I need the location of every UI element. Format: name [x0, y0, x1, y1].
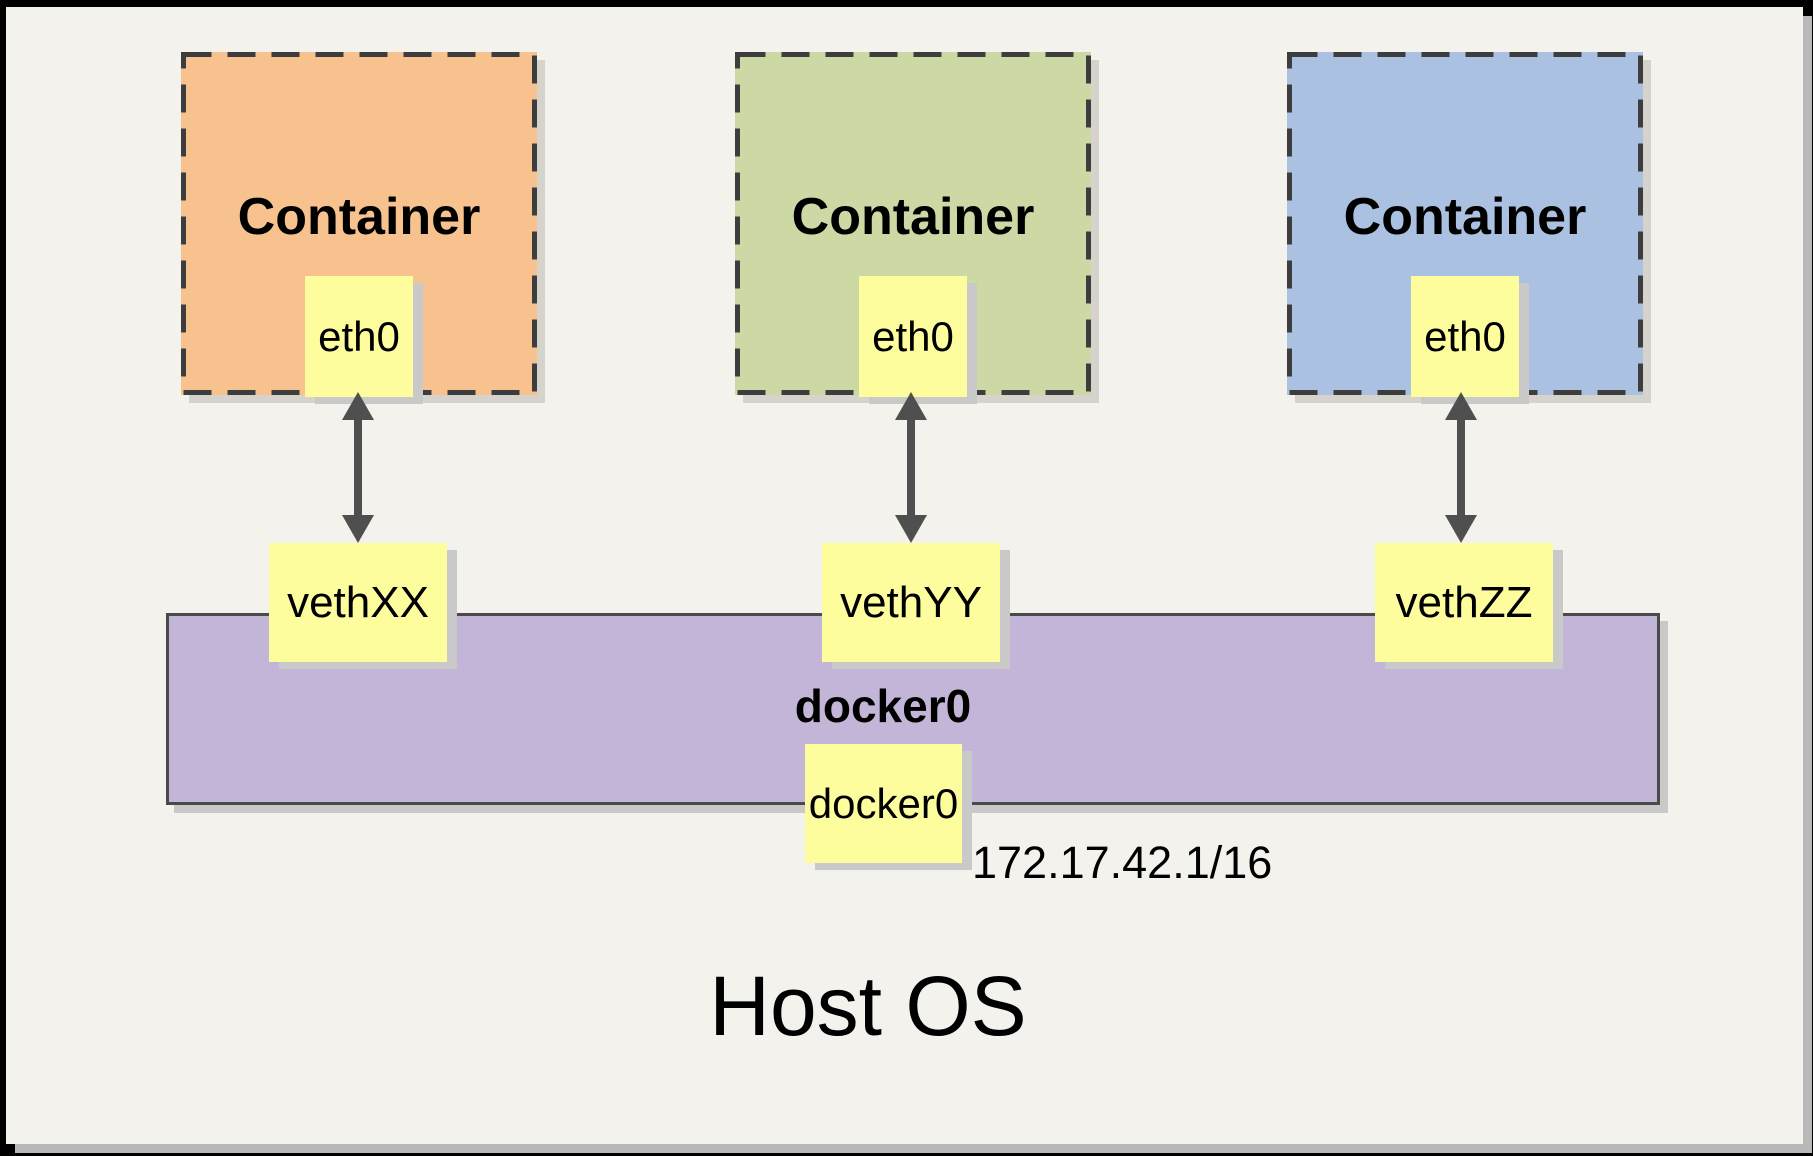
container-box-1: Container eth0 — [181, 52, 537, 397]
host-os-boundary: Container eth0 Container eth0 Container … — [6, 7, 1803, 1144]
veth-interface-box-2: vethYY — [822, 543, 1000, 662]
docker0-interface-box: docker0 — [805, 744, 962, 863]
eth0-label: eth0 — [318, 312, 400, 360]
veth-label: vethZZ — [1395, 577, 1533, 627]
container-title: Container — [1343, 188, 1587, 246]
eth0-interface-box-2: eth0 — [859, 276, 967, 397]
container-box-2: Container eth0 — [735, 52, 1091, 397]
bidirectional-arrow-icon-1 — [342, 392, 374, 543]
bidirectional-arrow-icon-3 — [1445, 392, 1477, 543]
docker0-bridge-label: docker0 — [794, 680, 972, 732]
eth0-interface-box-1: eth0 — [305, 276, 413, 397]
container-box-3: Container eth0 — [1287, 52, 1643, 397]
container-title: Container — [791, 188, 1035, 246]
veth-interface-box-1: vethXX — [269, 543, 447, 662]
eth0-label: eth0 — [1424, 312, 1506, 360]
docker0-interface-label: docker0 — [808, 779, 959, 827]
veth-label: vethYY — [840, 577, 982, 627]
veth-label: vethXX — [287, 577, 429, 627]
container-title: Container — [237, 188, 481, 246]
host-os-title: Host OS — [709, 959, 1027, 1053]
eth0-label: eth0 — [872, 312, 954, 360]
bridge-ip-address: 172.17.42.1/16 — [972, 837, 1273, 888]
bidirectional-arrow-icon-2 — [895, 392, 927, 543]
veth-interface-box-3: vethZZ — [1375, 543, 1553, 662]
eth0-interface-box-3: eth0 — [1411, 276, 1519, 397]
